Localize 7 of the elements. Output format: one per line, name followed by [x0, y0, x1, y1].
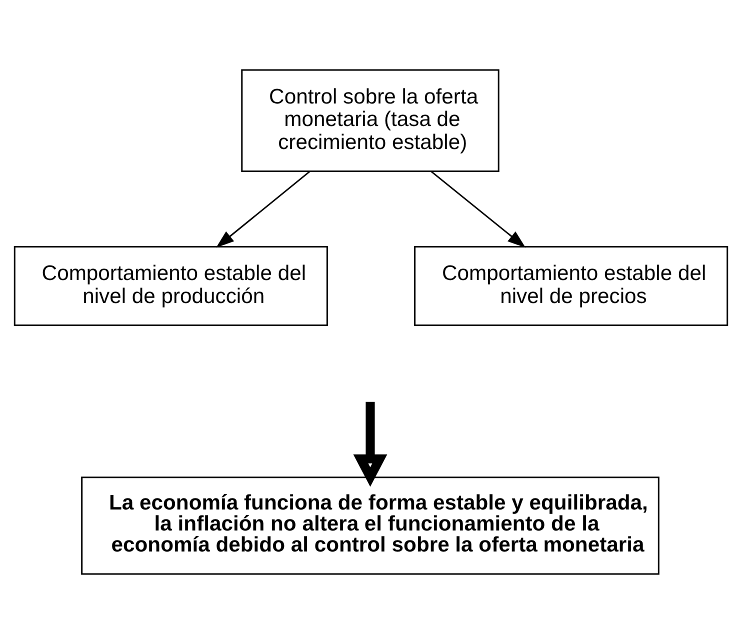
- arrow: [430, 170, 526, 248]
- node-box: La economía funciona de forma estable y equilibrada, la inflación no altera el funcionamiento de la economía debido al control sobre la oferta monetaria: [81, 476, 660, 575]
- arrow: [216, 170, 310, 248]
- node-box: Control sobre la oferta monetaria (tasa de crecimiento estable): [241, 69, 500, 172]
- node-box: Comportamiento estable del nivel de producción: [14, 246, 328, 326]
- arrow: [353, 402, 388, 487]
- node-box: Comportamiento estable del nivel de precios: [414, 246, 728, 326]
